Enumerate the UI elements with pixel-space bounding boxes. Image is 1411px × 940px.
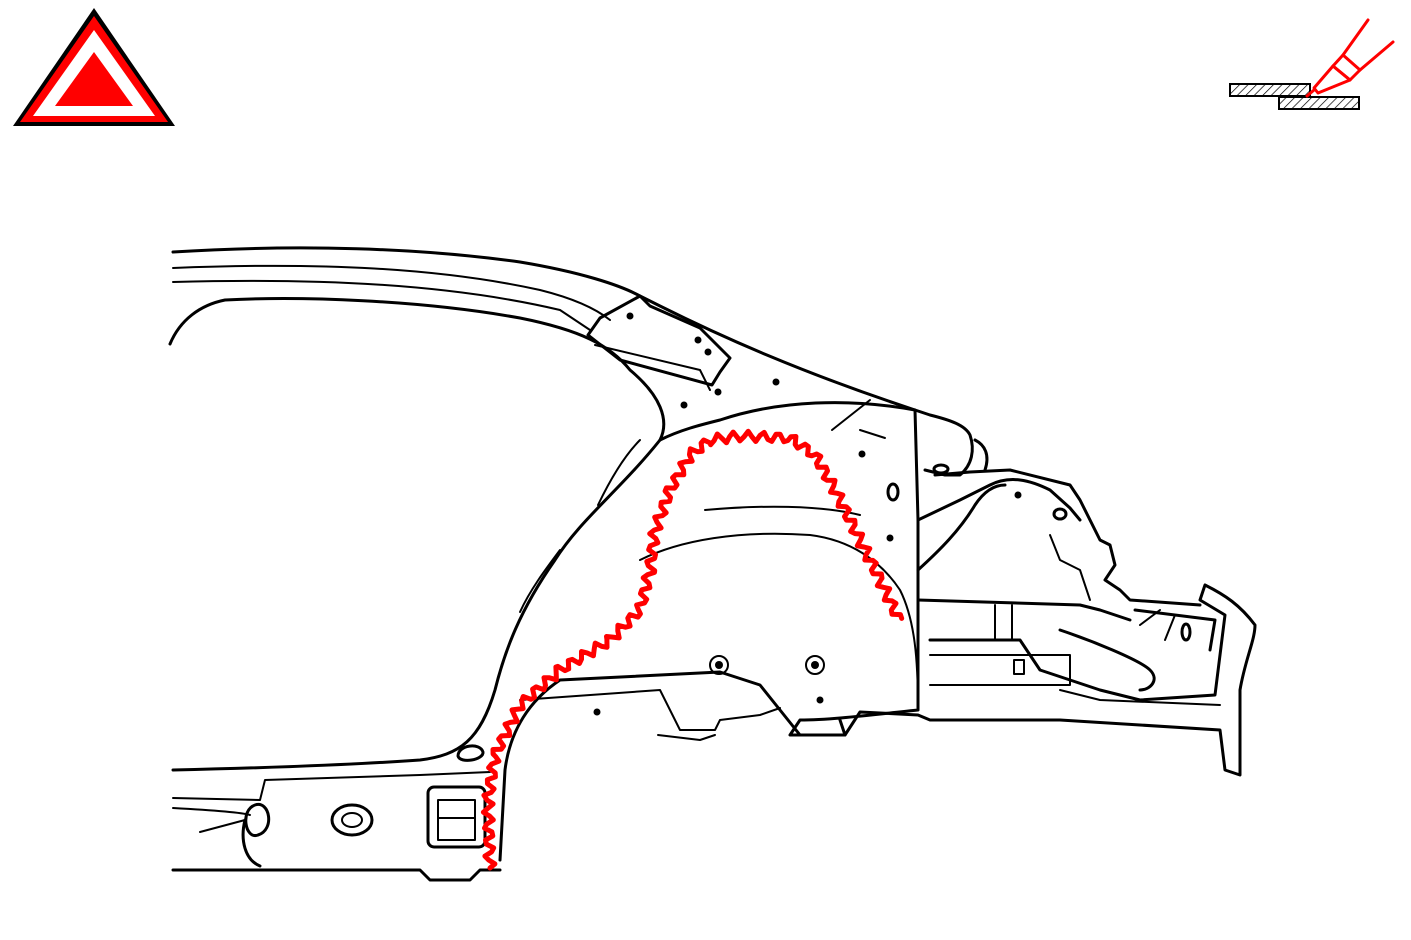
vehicle-body-side-structure (168, 246, 1257, 882)
warning-triangle-core (55, 52, 133, 106)
warning-triangle-icon (13, 8, 175, 126)
upper-plate (1229, 83, 1311, 97)
lower-plate (1278, 96, 1360, 110)
welding-torch-icon (1305, 18, 1395, 98)
bolt-icon (805, 655, 825, 675)
bolt-icon (709, 655, 729, 675)
weld-seam-line (480, 428, 905, 871)
mig-plug-weld-icon (1229, 18, 1395, 110)
